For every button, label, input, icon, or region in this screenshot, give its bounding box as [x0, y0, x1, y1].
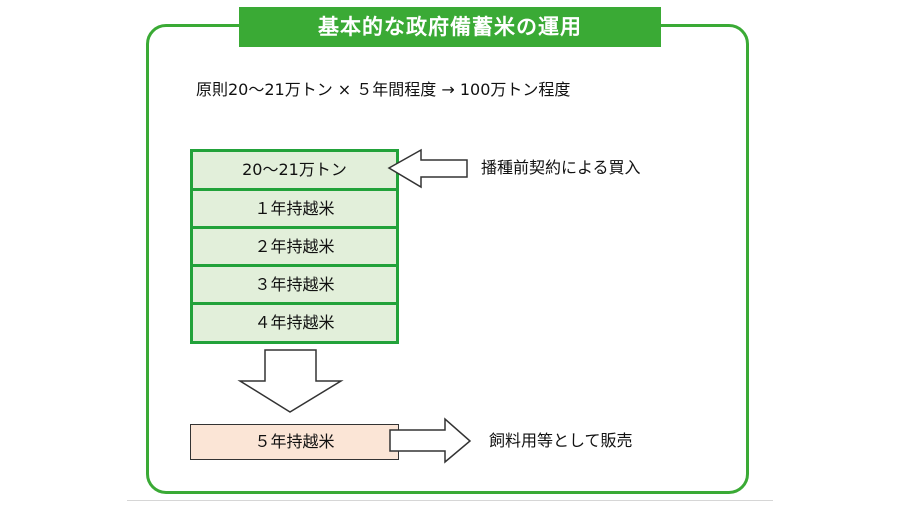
purchase-label: 播種前契約による買入	[481, 158, 641, 177]
divider-line	[127, 500, 773, 501]
stock-formula: 原則20～21万トン × ５年間程度 → 100万トン程度	[196, 80, 571, 99]
stock-stack: 20～21万トン １年持越米 ２年持越米 ３年持越米 ４年持越米	[190, 149, 399, 344]
stack-row-year-3: ３年持越米	[193, 264, 396, 300]
stack-row-year-1: １年持越米	[193, 188, 396, 224]
diagram-title: 基本的な政府備蓄米の運用	[239, 7, 661, 47]
stack-row-year-4: ４年持越米	[193, 302, 396, 338]
stack-row-year-2: ２年持越米	[193, 226, 396, 262]
sale-label: 飼料用等として販売	[489, 431, 633, 450]
stack-row-new-purchase: 20～21万トン	[242, 160, 347, 179]
stack-row-year-5: ５年持越米	[190, 424, 399, 460]
